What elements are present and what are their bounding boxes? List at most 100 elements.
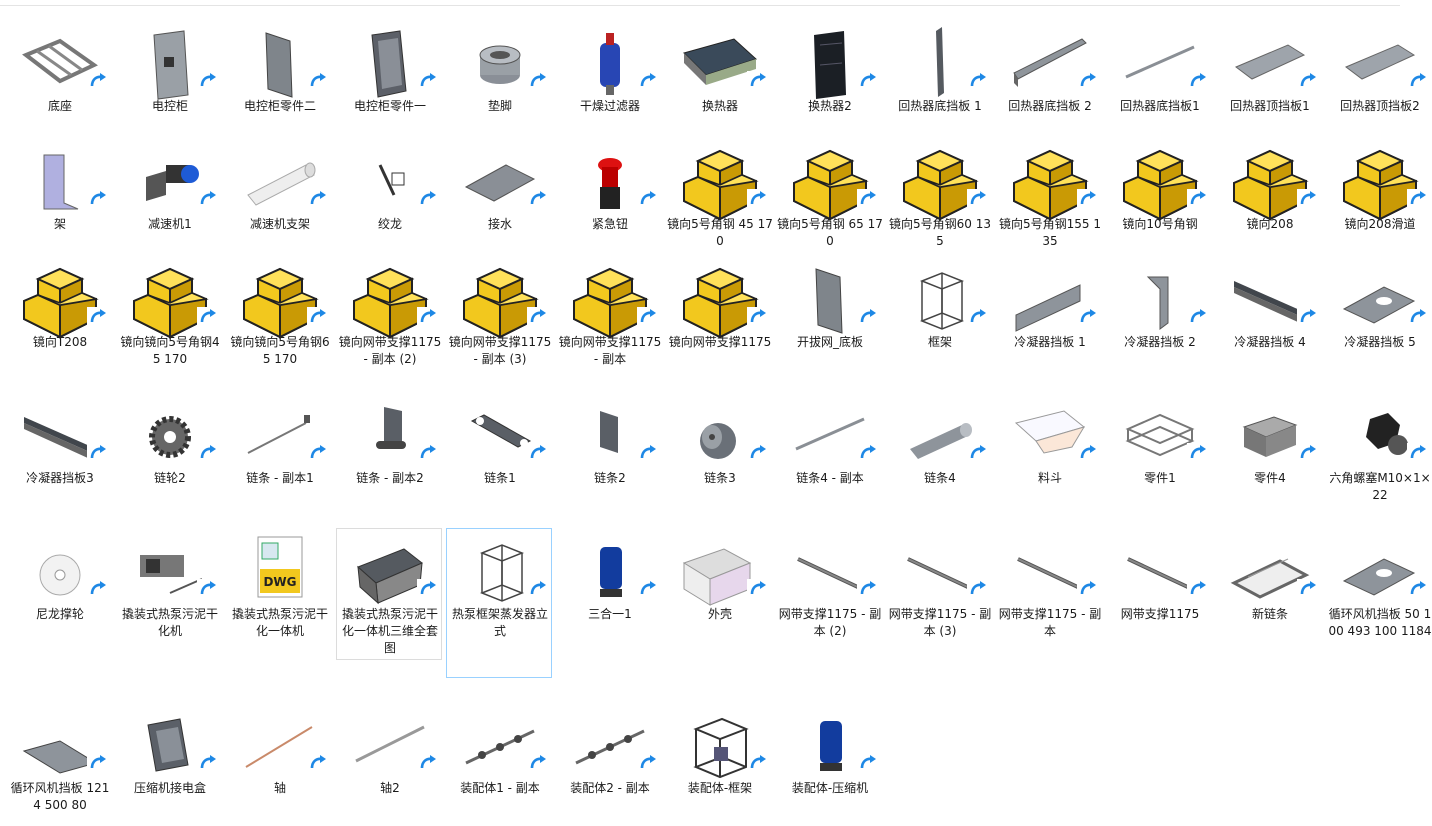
file-item[interactable]: 减速机支架 <box>226 138 332 234</box>
file-item[interactable]: 镜向208 <box>1216 138 1322 234</box>
nylon-wheel-icon <box>39 554 81 596</box>
file-item[interactable]: 六角螺塞M10×1×22 <box>1326 392 1432 505</box>
file-thumbnail <box>887 529 993 611</box>
file-item[interactable]: 回热器顶挡板1 <box>1216 20 1322 116</box>
file-item[interactable]: 循环风机挡板 50 100 493 100 1184 <box>1326 528 1432 641</box>
file-item[interactable]: 换热器 <box>666 20 772 116</box>
file-item[interactable]: 架 <box>6 138 112 234</box>
file-item[interactable]: 冷凝器挡板 2 <box>1106 256 1212 352</box>
file-item[interactable]: 装配体-压缩机 <box>776 702 882 798</box>
file-item[interactable]: 装配体2 - 副本 <box>556 702 662 798</box>
file-item[interactable]: 链条2 <box>556 392 662 488</box>
file-item[interactable]: 循环风机挡板 1214 500 80 <box>6 702 112 815</box>
panel-box-icon <box>371 30 407 98</box>
assembly-icon <box>1343 149 1419 221</box>
file-item[interactable]: 尼龙撑轮 <box>6 528 112 624</box>
file-item[interactable]: 网带支撑1175 - 副本 (2) <box>776 528 882 641</box>
file-thumbnail <box>7 529 113 611</box>
file-item[interactable]: 镜向T208 <box>6 256 112 352</box>
file-item[interactable]: 链轮2 <box>116 392 222 488</box>
file-item[interactable]: 轴2 <box>336 702 442 798</box>
file-item[interactable]: 镜向镜向5号角钢65 170 <box>226 256 332 369</box>
file-item[interactable]: 冷凝器挡板 1 <box>996 256 1102 352</box>
file-item[interactable]: 减速机1 <box>116 138 222 234</box>
file-item[interactable]: 链条 - 副本1 <box>226 392 332 488</box>
file-item[interactable]: 装配体1 - 副本 <box>446 702 552 798</box>
file-thumbnail <box>117 393 223 475</box>
file-label: 电控柜零件二 <box>243 99 316 113</box>
file-item[interactable]: 电控柜零件二 <box>226 20 332 116</box>
shortcut-arrow-icon <box>747 443 767 463</box>
file-item[interactable]: 外壳 <box>666 528 772 624</box>
shortcut-arrow-icon <box>87 579 107 599</box>
shortcut-arrow-icon <box>1297 71 1317 91</box>
housing-icon <box>682 548 752 606</box>
shortcut-arrow-icon <box>967 71 987 91</box>
file-item[interactable]: 镜向网带支撑1175 - 副本 <box>556 256 662 369</box>
file-item[interactable]: 链条1 <box>446 392 552 488</box>
shortcut-arrow-icon <box>417 71 437 91</box>
file-item[interactable]: 换热器2 <box>776 20 882 116</box>
file-item[interactable]: 电控柜 <box>116 20 222 116</box>
file-item[interactable]: 镜向5号角钢 65 170 <box>776 138 883 251</box>
file-item[interactable]: 镜向5号角钢 45 170 <box>666 138 773 251</box>
long-rod-icon <box>907 557 973 591</box>
file-item[interactable]: 冷凝器挡板3 <box>6 392 112 488</box>
file-item[interactable]: 链条3 <box>666 392 772 488</box>
file-item[interactable]: 框架 <box>886 256 992 352</box>
file-item[interactable]: 紧急钮 <box>556 138 662 234</box>
file-item[interactable]: 绞龙 <box>336 138 442 234</box>
file-item[interactable]: 接水 <box>446 138 552 234</box>
file-item[interactable]: 装配体-框架 <box>666 702 772 798</box>
file-thumbnail <box>7 21 113 103</box>
file-item[interactable]: 热泵框架蒸发器立式 <box>446 528 552 678</box>
shortcut-arrow-icon <box>857 189 877 209</box>
file-item[interactable]: 底座 <box>6 20 112 116</box>
file-item[interactable]: 回热器底挡板 1 <box>886 20 992 116</box>
file-item[interactable]: 新链条 <box>1216 528 1322 624</box>
file-item[interactable]: 镜向10号角钢 <box>1106 138 1212 234</box>
file-label: 网带支撑1175 <box>1120 607 1200 621</box>
file-item[interactable]: 链条 - 副本2 <box>336 392 442 488</box>
file-item[interactable]: 回热器底挡板 2 <box>996 20 1102 116</box>
file-item[interactable]: 回热器顶挡板2 <box>1326 20 1432 116</box>
file-item[interactable]: 镜向网带支撑1175 - 副本 (2) <box>336 256 442 369</box>
file-label: 减速机支架 <box>249 217 310 231</box>
file-item[interactable]: 撬装式热泵污泥干化一体机三维全套图 <box>336 528 442 660</box>
file-label: 链条1 <box>484 471 516 485</box>
shortcut-arrow-icon <box>1187 579 1207 599</box>
file-item[interactable]: 垫脚 <box>446 20 552 116</box>
file-item[interactable]: 镜向208滑道 <box>1326 138 1432 234</box>
file-item[interactable]: 镜向5号角钢155 135 <box>996 138 1102 251</box>
file-item[interactable]: 镜向网带支撑1175 - 副本 (3) <box>446 256 552 369</box>
file-item[interactable]: 镜向镜向5号角钢45 170 <box>116 256 222 369</box>
file-item[interactable]: 链条4 - 副本 <box>776 392 882 488</box>
pin-rod-icon <box>247 415 310 454</box>
file-item[interactable]: 电控柜零件一 <box>336 20 442 116</box>
file-item[interactable]: 开拔网_底板 <box>776 256 882 352</box>
file-thumbnail <box>337 139 443 221</box>
file-item[interactable]: 零件1 <box>1106 392 1212 488</box>
file-item[interactable]: 料斗 <box>996 392 1102 488</box>
file-item[interactable]: 干燥过滤器 <box>556 20 662 116</box>
file-item[interactable]: 链条4 <box>886 392 992 488</box>
file-item[interactable]: 轴 <box>226 702 332 798</box>
file-item[interactable]: 回热器底挡板1 <box>1106 20 1212 116</box>
file-item[interactable]: 网带支撑1175 <box>1106 528 1212 624</box>
file-item[interactable]: 撬装式热泵污泥干化机 <box>116 528 222 641</box>
shortcut-arrow-icon <box>197 189 217 209</box>
file-item[interactable]: 三合一1 <box>556 528 662 624</box>
shortcut-arrow-icon <box>747 307 767 327</box>
file-item[interactable]: 网带支撑1175 - 副本 (3) <box>886 528 992 641</box>
file-item[interactable]: 网带支撑1175 - 副本 <box>996 528 1102 641</box>
file-item[interactable]: 压缩机接电盒 <box>116 702 222 798</box>
file-item[interactable]: 零件4 <box>1216 392 1322 488</box>
shortcut-arrow-icon <box>747 71 767 91</box>
file-item[interactable]: 镜向5号角钢60 135 <box>886 138 992 251</box>
file-thumbnail <box>997 529 1103 611</box>
shaft-assembly-icon <box>575 729 645 765</box>
file-item[interactable]: 冷凝器挡板 5 <box>1326 256 1432 352</box>
file-item[interactable]: 镜向网带支撑1175 <box>666 256 772 352</box>
file-item[interactable]: 冷凝器挡板 4 <box>1216 256 1322 352</box>
